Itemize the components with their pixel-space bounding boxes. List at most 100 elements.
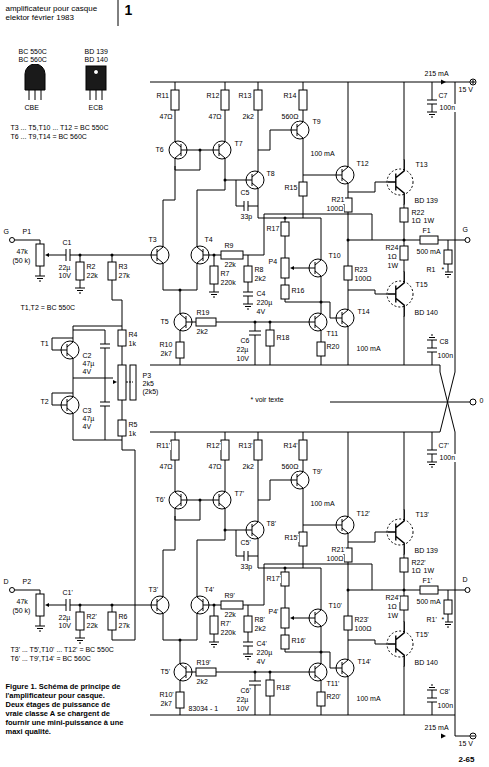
schematic-stroke (10, 82, 471, 365)
component-label: 47k (16, 598, 28, 606)
schematic-stroke (61, 389, 79, 421)
component-label: 1Ω (411, 567, 421, 575)
component-label: R2' (86, 613, 97, 621)
component-label: T3 (148, 236, 157, 244)
schematic-stroke (86, 66, 106, 90)
component-label: T4 (204, 236, 213, 244)
component-label: T11' (326, 680, 340, 688)
component-label: R11 (156, 92, 169, 100)
component-label: 1W (387, 612, 399, 620)
note-label: (2k5) (142, 388, 159, 396)
component-label: T7 (234, 140, 243, 148)
component-label: 1W (423, 217, 435, 225)
component-label: T8' (266, 520, 277, 528)
component-label: T15' (415, 631, 429, 639)
component-label: 100Ω (354, 275, 372, 283)
component-label: R10' (159, 691, 174, 699)
component-label: 100 mA (310, 150, 335, 158)
component-label: 2k2 (254, 275, 266, 283)
component-label: 22µ (58, 614, 71, 622)
component-label: 220k (220, 279, 236, 287)
page-header: amplificateur pour casque elektor févrie… (5, 4, 114, 22)
note-label: 15 V (458, 740, 473, 748)
component-label: R1 (426, 266, 436, 274)
component-label: D (462, 576, 468, 584)
component-label: T6 (155, 146, 164, 154)
note-label: T1,T2 = BC 550C (20, 304, 76, 312)
schematic-stroke (118, 0, 119, 26)
note-label: P3 (142, 372, 152, 380)
component-label: 33p (240, 563, 253, 571)
component-label: C5 (240, 189, 250, 197)
component-label: 47Ω (208, 463, 222, 471)
component-label: BD 140 (414, 309, 438, 317)
component-label: 4V (256, 658, 266, 666)
note-label: 215 mA (424, 724, 449, 732)
note-label: C3 (82, 407, 92, 415)
component-label: 22k (224, 261, 236, 269)
component-label: R23 (354, 266, 368, 274)
schematic-stroke (470, 79, 476, 85)
component-label: R3 (118, 263, 128, 271)
component-label: 560Ω (281, 463, 299, 471)
component-label: 220µ (256, 299, 273, 307)
component-label: 100n (439, 104, 456, 112)
component-label: C7' (438, 442, 449, 450)
schematic-stroke (52, 326, 122, 440)
component-label: 22µ (58, 264, 71, 272)
note-label: 1k (128, 340, 136, 348)
component-label: 100Ω (354, 625, 372, 633)
component-label: 100Ω (326, 555, 344, 563)
component-label: 500 mA (416, 598, 441, 606)
component-label: T10 (328, 252, 341, 260)
component-label: 22µ (236, 696, 249, 704)
component-label: 220k (220, 629, 236, 637)
component-label: 22k (224, 611, 236, 619)
note-label: BC 560C (18, 56, 47, 64)
component-label: 2k2 (196, 328, 208, 336)
note-label: T3' ... T5',T10' ... T12' = BC 550C (10, 646, 114, 654)
component-label: R20' (326, 693, 341, 701)
component-label: T10' (328, 602, 342, 610)
note-label: ECB (88, 104, 103, 112)
component-label: (50 k) (12, 257, 31, 265)
note-label: 47µ (82, 415, 95, 423)
component-label: R13 (238, 92, 252, 100)
figure-caption: Figure 1. Schéma de principe de l'amplif… (5, 682, 124, 736)
schematic-stroke (118, 365, 126, 400)
note-label: 2k5 (142, 380, 154, 388)
component-label: R24' (385, 594, 400, 602)
schematic-stroke (25, 64, 45, 90)
component-label: 2k2 (242, 113, 254, 121)
component-label: 47Ω (159, 113, 173, 121)
component-label: 2k2 (196, 678, 208, 686)
component-label: T15 (415, 281, 428, 289)
component-label: 100n (437, 352, 454, 360)
component-label: R16 (291, 287, 305, 295)
schematic-stroke (470, 399, 476, 405)
component-label: R8 (254, 266, 264, 274)
component-label: BD 140 (414, 659, 438, 667)
component-label: 560Ω (281, 113, 299, 121)
component-label: R19 (196, 309, 210, 317)
component-label: * (441, 266, 445, 274)
component-label: R23' (354, 616, 369, 624)
component-label: T12 (356, 160, 369, 168)
component-label: R17 (266, 225, 280, 233)
component-label: 100Ω (326, 205, 344, 213)
component-label: R6 (118, 613, 128, 621)
component-label: 22k (86, 622, 98, 630)
component-label: T13 (415, 161, 428, 169)
component-label: 33p (240, 213, 253, 221)
component-label: T14 (357, 308, 370, 316)
component-label: P2 (22, 578, 32, 586)
component-label: 100 mA (356, 695, 381, 703)
component-label: 1W (423, 567, 435, 575)
component-label: BD 139 (414, 197, 438, 205)
component-label: T7' (234, 490, 245, 498)
page-number: 2-65 (458, 755, 475, 764)
note-label: 47µ (82, 360, 95, 368)
component-label: R11' (156, 442, 171, 450)
component-label: 1Ω (387, 253, 397, 261)
